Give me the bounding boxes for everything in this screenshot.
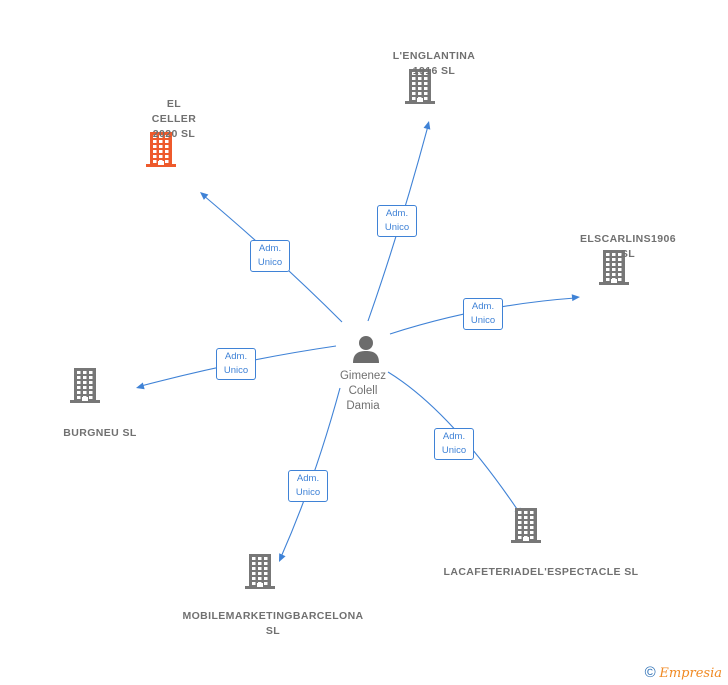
role-box-el-celler[interactable]: Adm.Unico bbox=[250, 240, 290, 272]
person-icon[interactable] bbox=[351, 334, 381, 364]
building-icon-elscarlins[interactable] bbox=[599, 249, 629, 290]
edge-lacafeteria bbox=[387, 371, 520, 513]
role-box-lacafeteria[interactable]: Adm.Unico bbox=[434, 428, 474, 460]
company-label-elscarlins[interactable]: ELSCARLINS1906 SL bbox=[579, 233, 677, 260]
arrowhead-el-celler bbox=[200, 192, 209, 200]
building-icon-burgneu[interactable] bbox=[70, 367, 100, 408]
company-label-burgneu[interactable]: BURGNEU SL bbox=[63, 427, 137, 439]
arrowhead-lenglantina bbox=[423, 121, 431, 130]
footer-brand: © Empresia bbox=[645, 664, 722, 681]
arrowhead-mobilemarketing bbox=[279, 553, 286, 562]
empresia-logo: Empresia bbox=[659, 666, 722, 681]
building-icon-el-celler[interactable] bbox=[146, 131, 176, 172]
building-icon-lacafeteria[interactable] bbox=[511, 507, 541, 548]
building-icon-mobilemarketing[interactable] bbox=[245, 553, 275, 594]
role-box-mobilemarketing[interactable]: Adm.Unico bbox=[288, 470, 328, 502]
company-label-mobilemarketing[interactable]: MOBILEMARKETINGBARCELONA SL bbox=[182, 610, 364, 637]
role-box-lenglantina[interactable]: Adm.Unico bbox=[377, 205, 417, 237]
role-box-burgneu[interactable]: Adm.Unico bbox=[216, 348, 256, 380]
arrowhead-burgneu bbox=[136, 382, 145, 390]
company-label-lacafeteria[interactable]: LACAFETERIADEL'ESPECTACLE SL bbox=[443, 566, 639, 578]
company-label-el-celler[interactable]: EL CELLER 2020 SL bbox=[151, 98, 197, 140]
company-label-lenglantina[interactable]: L'ENGLANTINA 1916 SL bbox=[392, 50, 476, 77]
role-box-elscarlins[interactable]: Adm.Unico bbox=[463, 298, 503, 330]
person-name[interactable]: Gimenez Colell Damia bbox=[339, 370, 387, 412]
arrowhead-elscarlins bbox=[571, 294, 580, 302]
copyright-icon: © bbox=[644, 664, 656, 681]
building-icon-lenglantina[interactable] bbox=[405, 68, 435, 109]
